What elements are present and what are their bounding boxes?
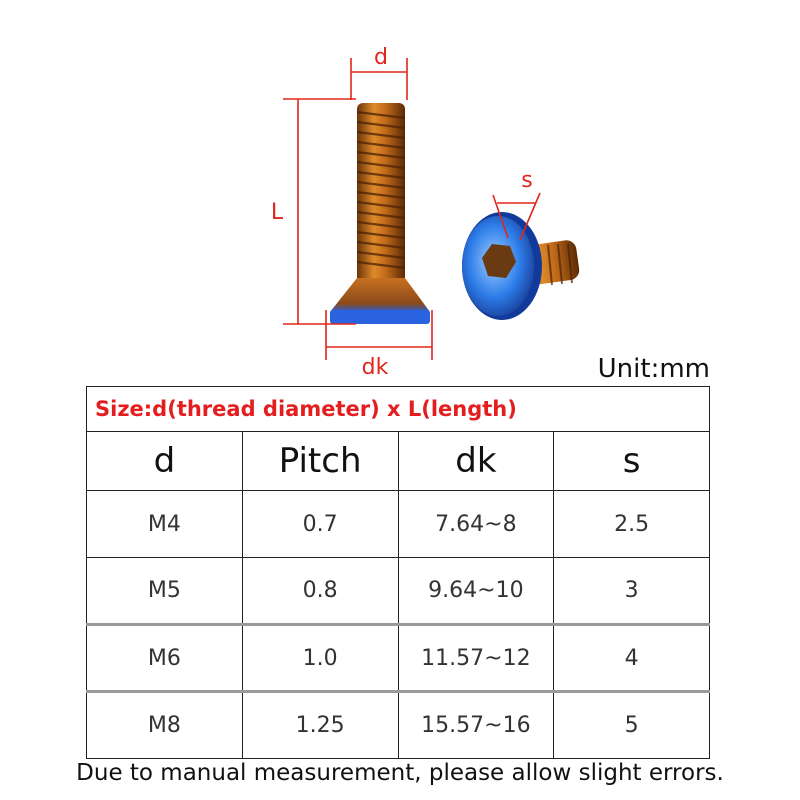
cell-d: M4: [86, 490, 243, 558]
cell-s: 2.5: [553, 490, 710, 558]
table-row: M4 0.7 7.64~8 2.5: [86, 490, 710, 558]
screw-head-view: [462, 212, 580, 320]
cell-s: 4: [553, 623, 710, 692]
header-dk: dk: [397, 431, 555, 491]
cell-d: M5: [86, 557, 243, 625]
size-spec-table: Size:d(thread diameter) x L(length) d Pi…: [86, 386, 710, 759]
label-dk: dk: [362, 355, 389, 380]
header-s: s: [553, 431, 710, 491]
label-s: s: [521, 168, 532, 193]
cell-dk: 11.57~12: [397, 623, 555, 692]
table-header-row: d Pitch dk s: [86, 431, 710, 491]
cell-dk: 15.57~16: [397, 690, 555, 759]
cell-d: M6: [86, 623, 243, 692]
measurement-note: Due to manual measurement, please allow …: [76, 760, 724, 786]
cell-dk: 9.64~10: [397, 557, 555, 625]
cell-pitch: 0.8: [241, 557, 399, 625]
table-row: M6 1.0 11.57~12 4: [86, 623, 710, 692]
table-row: M8 1.25 15.57~16 5: [86, 690, 710, 759]
table-title: Size:d(thread diameter) x L(length): [86, 386, 710, 432]
screw-side-view: [330, 103, 430, 324]
cell-pitch: 1.0: [241, 623, 399, 692]
label-L: L: [271, 200, 284, 225]
header-d: d: [86, 431, 243, 491]
cell-dk: 7.64~8: [397, 490, 555, 558]
cell-pitch: 0.7: [241, 490, 399, 558]
unit-label: Unit:mm: [597, 354, 710, 384]
cell-s: 3: [553, 557, 710, 625]
cell-d: M8: [86, 690, 243, 759]
cell-pitch: 1.25: [241, 690, 399, 759]
table-title-row: Size:d(thread diameter) x L(length): [86, 386, 710, 432]
header-pitch: Pitch: [241, 431, 399, 491]
cell-s: 5: [553, 690, 710, 759]
dimension-lines: [283, 58, 541, 360]
screw-dimension-diagram: d L s dk: [271, 45, 580, 380]
label-d: d: [374, 45, 388, 70]
table-row: M5 0.8 9.64~10 3: [86, 557, 710, 625]
